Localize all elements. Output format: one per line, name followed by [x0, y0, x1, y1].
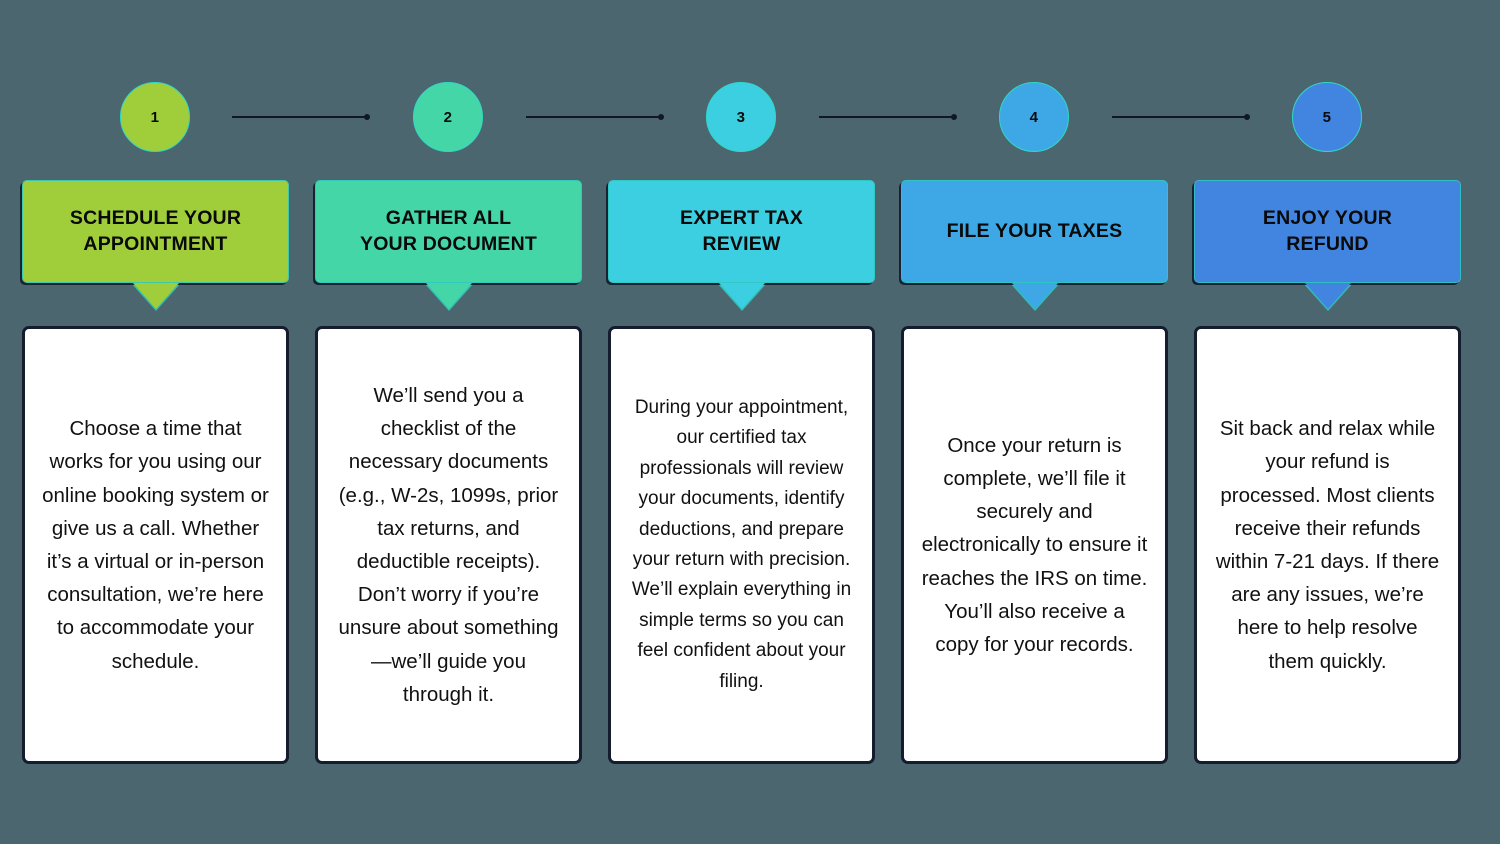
- step-banner-wrap-2: GATHER ALL YOUR DOCUMENT: [315, 180, 582, 311]
- step-column-1: SCHEDULE YOUR APPOINTMENT Choose a time …: [22, 180, 289, 764]
- step-number-label: 1: [150, 108, 160, 126]
- step-number-label: 3: [736, 108, 746, 126]
- step-banner-title: SCHEDULE YOUR APPOINTMENT: [69, 206, 242, 255]
- step-banner-wrap-5: ENJOY YOUR REFUND: [1194, 180, 1461, 311]
- step-banner-3[interactable]: EXPERT TAX REVIEW: [608, 180, 875, 283]
- step-card-text: Once your return is complete, we’ll file…: [921, 433, 1148, 656]
- step-banner-title: EXPERT TAX REVIEW: [680, 206, 803, 255]
- banner-pointer-4: [1011, 283, 1058, 309]
- step-column-2: GATHER ALL YOUR DOCUMENT We’ll send you …: [315, 180, 582, 764]
- step-circle-2[interactable]: 2: [413, 82, 483, 152]
- step-card-3: During your appointment, our certified t…: [608, 326, 875, 764]
- step-card-text: We’ll send you a checklist of the necess…: [338, 383, 559, 706]
- step-card-5: Sit back and relax while your refund is …: [1194, 326, 1461, 764]
- step-card-text: During your appointment, our certified t…: [631, 397, 852, 692]
- step-circle-3[interactable]: 3: [706, 82, 776, 152]
- step-number-row: 1 2 3 4 5: [0, 82, 1500, 154]
- step-banner-wrap-3: EXPERT TAX REVIEW: [608, 180, 875, 311]
- step-banner-wrap-4: FILE YOUR TAXES: [901, 180, 1168, 311]
- step-banner-5[interactable]: ENJOY YOUR REFUND: [1194, 180, 1461, 283]
- step-banner-1[interactable]: SCHEDULE YOUR APPOINTMENT: [22, 180, 289, 283]
- step-column-5: ENJOY YOUR REFUND Sit back and relax whi…: [1194, 180, 1461, 764]
- step-card-text: Choose a time that works for you using o…: [42, 417, 269, 673]
- banner-pointer-2: [425, 283, 472, 309]
- banner-pointer-3: [718, 283, 765, 309]
- step-banner-title: GATHER ALL YOUR DOCUMENT: [359, 206, 537, 255]
- connector-4-5: [1112, 114, 1250, 120]
- connector-2-3: [526, 114, 664, 120]
- step-banner-wrap-1: SCHEDULE YOUR APPOINTMENT: [22, 180, 289, 311]
- step-banner-2[interactable]: GATHER ALL YOUR DOCUMENT: [315, 180, 582, 283]
- connector-3-4: [819, 114, 957, 120]
- step-columns: SCHEDULE YOUR APPOINTMENT Choose a time …: [22, 180, 1478, 764]
- step-circle-4[interactable]: 4: [999, 82, 1069, 152]
- step-card-2: We’ll send you a checklist of the necess…: [315, 326, 582, 764]
- step-column-3: EXPERT TAX REVIEW During your appointmen…: [608, 180, 875, 764]
- step-banner-title: FILE YOUR TAXES: [946, 219, 1123, 242]
- step-card-4: Once your return is complete, we’ll file…: [901, 326, 1168, 764]
- step-card-1: Choose a time that works for you using o…: [22, 326, 289, 764]
- step-number-label: 2: [443, 108, 453, 126]
- banner-pointer-1: [132, 283, 179, 309]
- step-column-4: FILE YOUR TAXES Once your return is comp…: [901, 180, 1168, 764]
- step-circle-5[interactable]: 5: [1292, 82, 1362, 152]
- step-banner-4[interactable]: FILE YOUR TAXES: [901, 180, 1168, 283]
- connector-1-2: [232, 114, 370, 120]
- step-banner-title: ENJOY YOUR REFUND: [1262, 206, 1393, 255]
- step-card-text: Sit back and relax while your refund is …: [1215, 417, 1440, 673]
- banner-pointer-5: [1304, 283, 1351, 309]
- step-circle-1[interactable]: 1: [120, 82, 190, 152]
- step-number-label: 5: [1322, 108, 1332, 126]
- step-number-label: 4: [1029, 108, 1039, 126]
